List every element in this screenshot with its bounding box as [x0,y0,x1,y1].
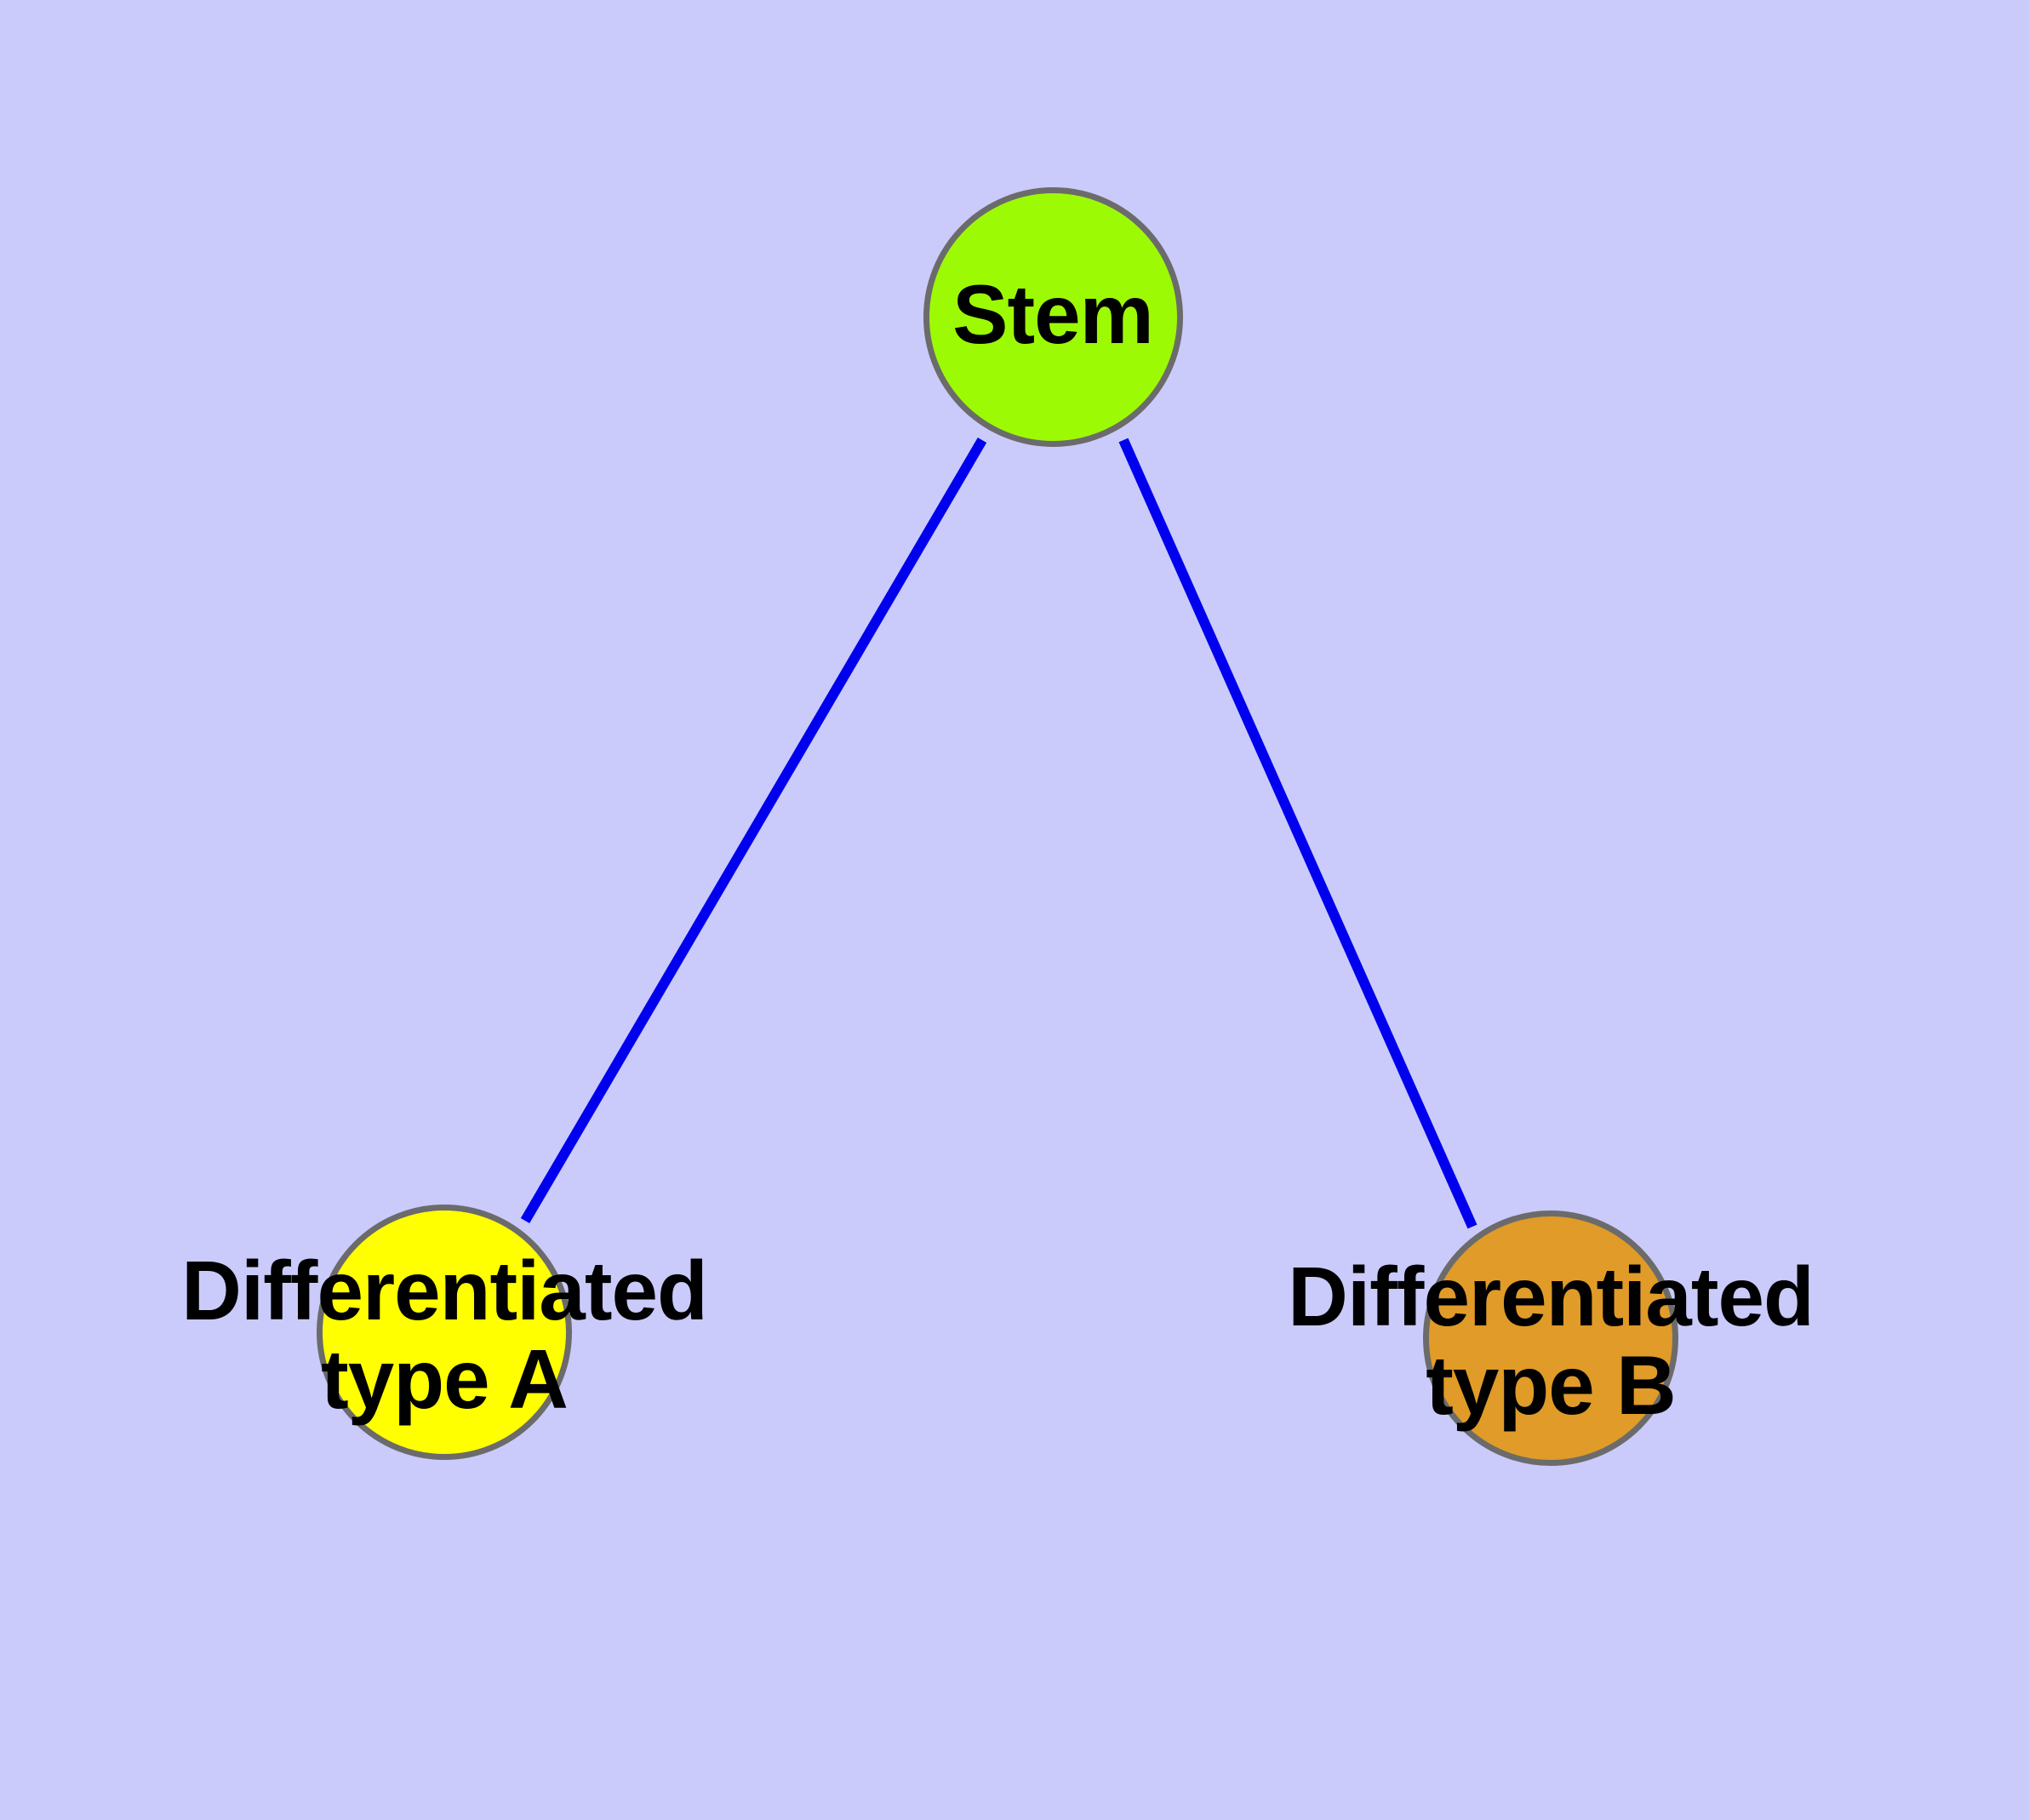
edge-stem-to-differentiated-type-b [1118,438,1477,1229]
node-differentiated-type-b[interactable] [1423,1210,1678,1466]
node-differentiated-type-a[interactable] [317,1205,572,1460]
node-stem[interactable] [923,187,1183,447]
edge-stem-to-differentiated-type-a [520,437,987,1224]
